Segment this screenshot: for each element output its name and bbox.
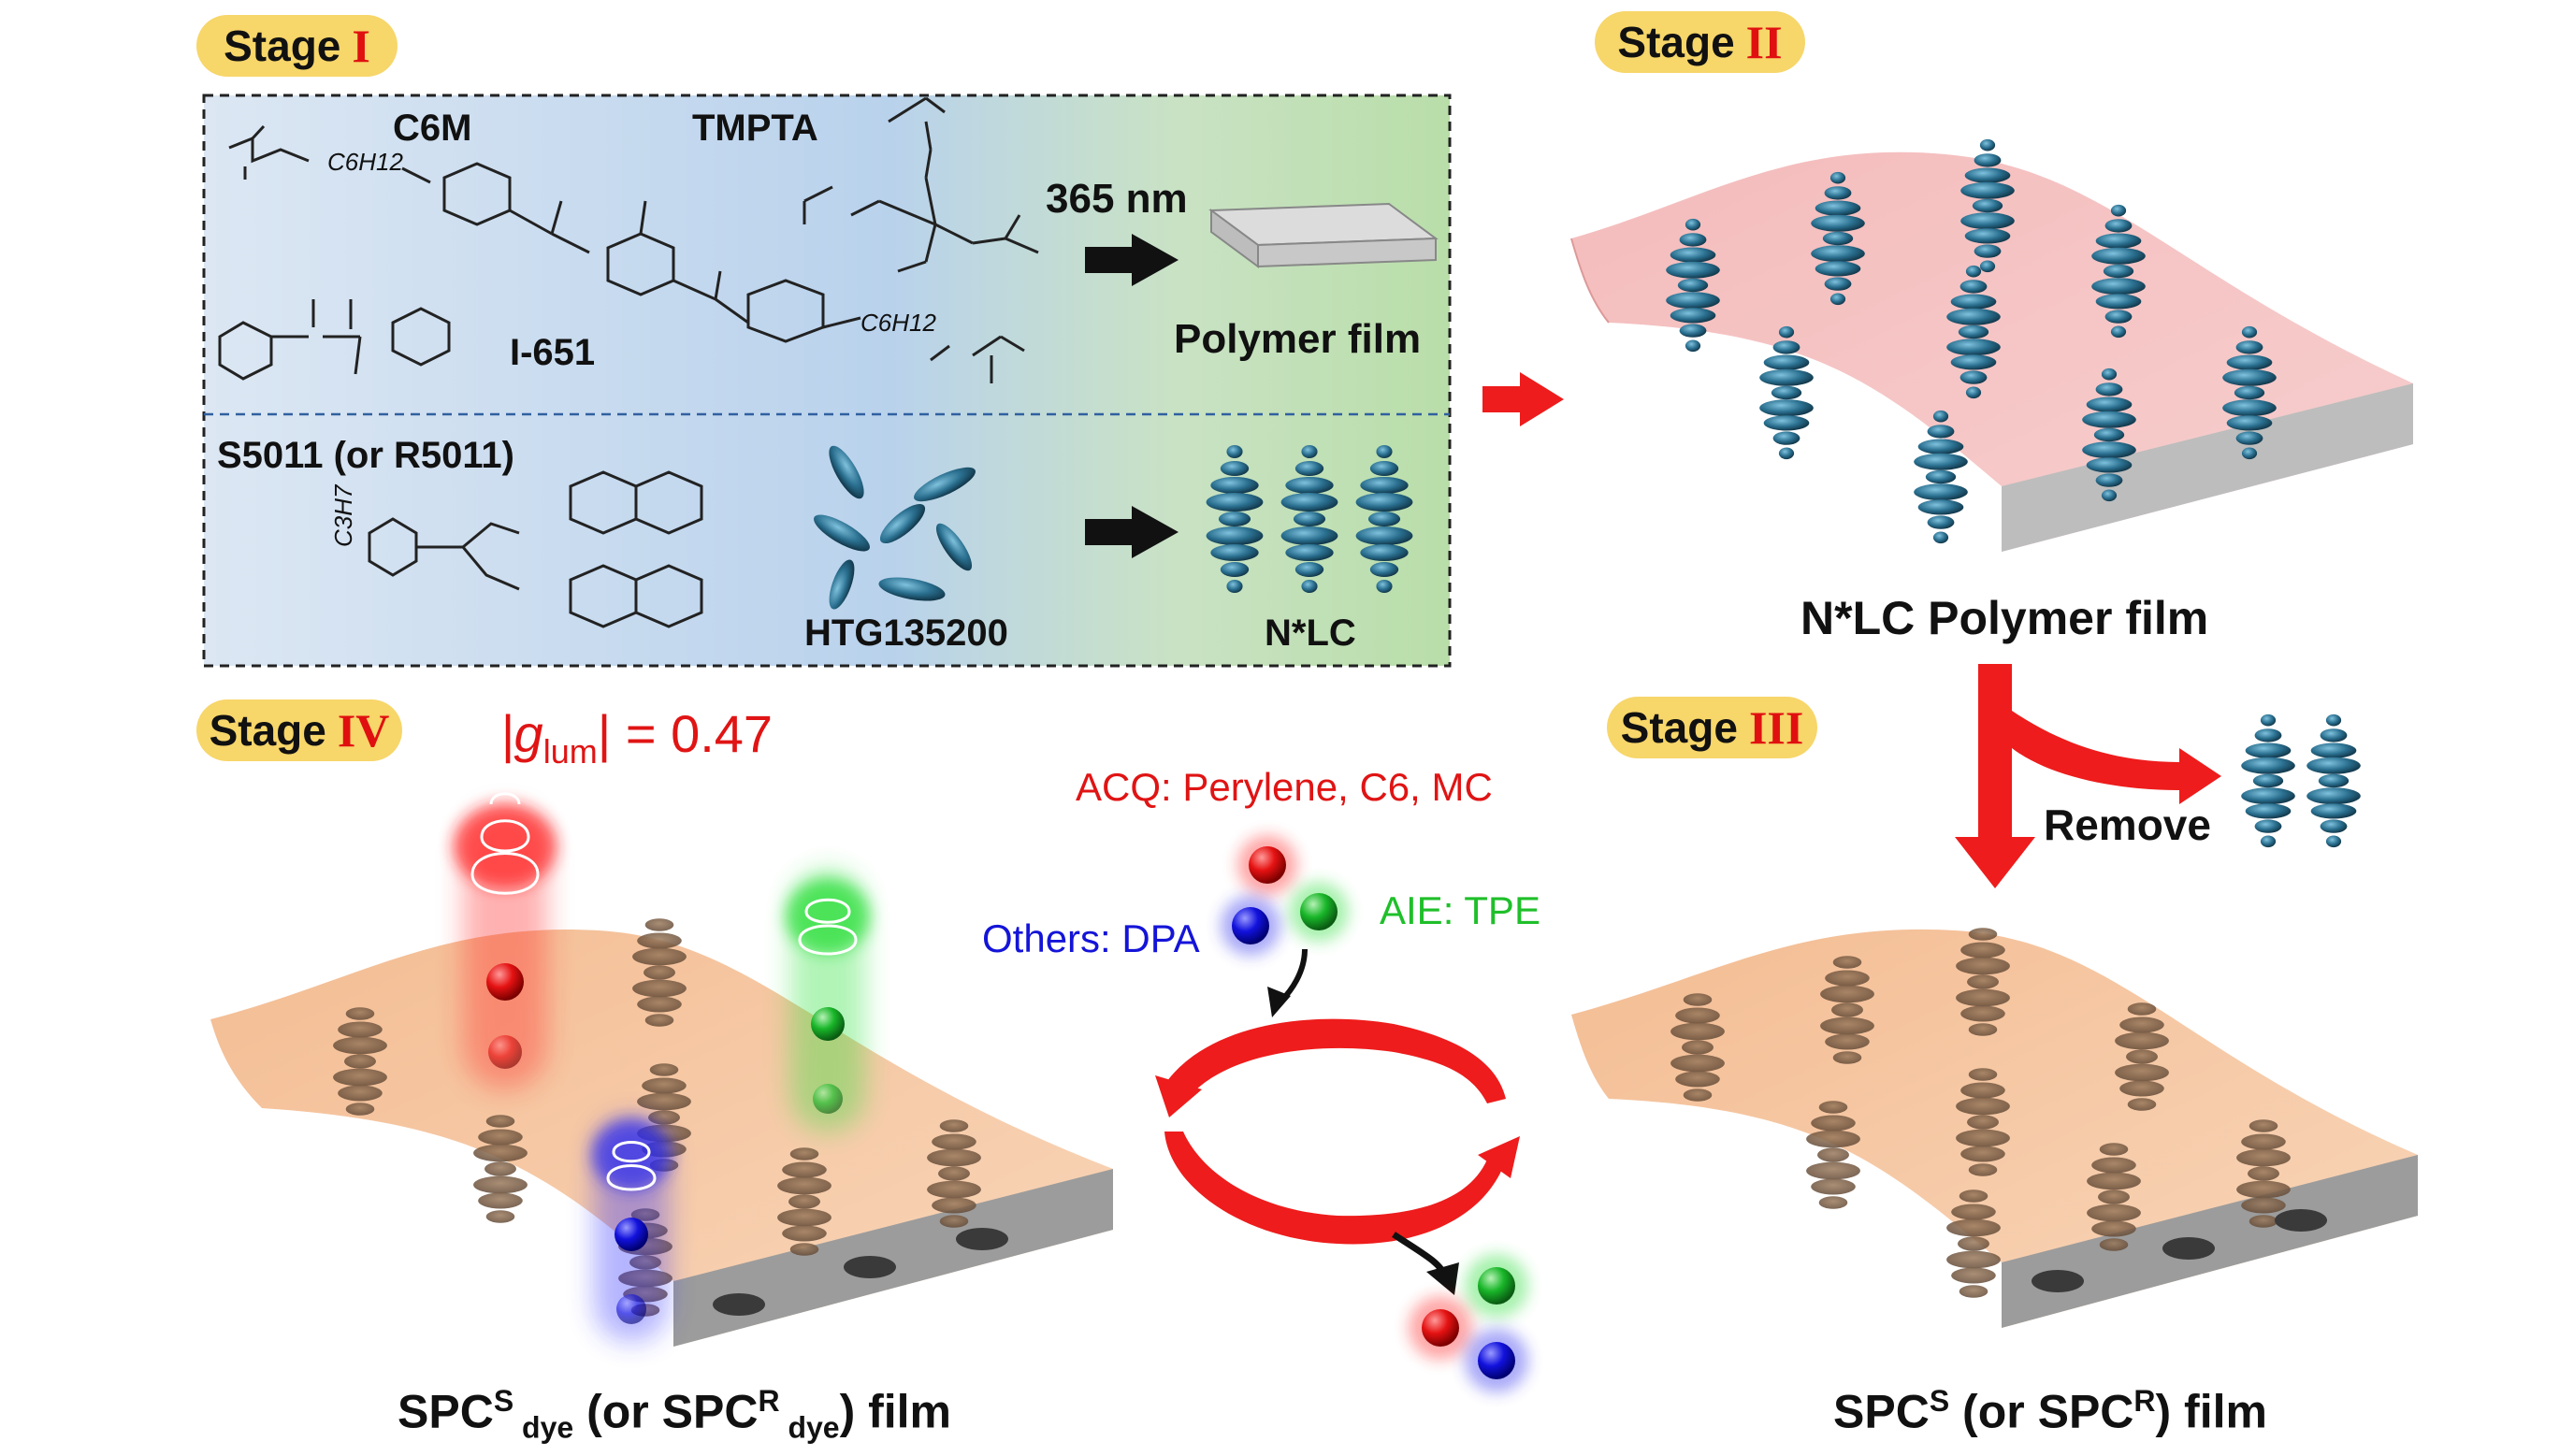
tmpta-structure bbox=[803, 96, 1039, 273]
nlc-arrow bbox=[1085, 506, 1179, 558]
stage4-caption: SPCS dye (or SPCR dye) film bbox=[398, 1384, 951, 1446]
glum-prefix: |g bbox=[500, 704, 543, 763]
stage3-film bbox=[1571, 929, 2418, 1328]
c6h12-label-b: C6H12 bbox=[860, 309, 936, 337]
blue-emission bbox=[592, 1117, 671, 1342]
stage3-badge: Stage III bbox=[1607, 697, 1817, 758]
cycle-arrows bbox=[1155, 1018, 1520, 1245]
remove-label: Remove bbox=[2044, 800, 2211, 849]
cycle-in-arrow bbox=[1267, 948, 1308, 1017]
stage4-caption-sub1: dye bbox=[513, 1410, 574, 1445]
red-emission bbox=[454, 792, 557, 1089]
s5011-label: S5011 (or R5011) bbox=[217, 435, 514, 476]
stage1-word: Stage bbox=[224, 22, 341, 70]
c3h7-label: C3H7 bbox=[329, 484, 357, 547]
stage4-caption-sub2: dye bbox=[779, 1410, 840, 1445]
stage4-caption-mid: (or SPC bbox=[573, 1385, 759, 1438]
arrow-stage2-to-3 bbox=[1955, 664, 2221, 888]
stage3-caption-prefix: SPC bbox=[1833, 1385, 1930, 1438]
glum-value: |glum| = 0.47 bbox=[500, 703, 773, 771]
stage3-word: Stage bbox=[1620, 703, 1738, 752]
cycle-out-arrow bbox=[1392, 1232, 1459, 1295]
stage4-caption-sup1: S bbox=[493, 1384, 514, 1418]
i651-label: I-651 bbox=[510, 332, 596, 373]
stage2-badge: Stage II bbox=[1595, 11, 1805, 73]
c6m-label: C6M bbox=[393, 108, 472, 149]
stage3-caption-suffix: ) film bbox=[2155, 1385, 2267, 1438]
stage2-word: Stage bbox=[1617, 18, 1735, 66]
stage2-caption: N*LC Polymer film bbox=[1800, 592, 2209, 644]
stage3-caption-sup2: R bbox=[2133, 1384, 2156, 1418]
htg-rods bbox=[814, 445, 976, 610]
stage4-caption-suffix: ) film bbox=[839, 1385, 952, 1438]
glum-sub: lum bbox=[542, 732, 598, 771]
c6h12-label-a: C6H12 bbox=[327, 148, 403, 176]
uv-wavelength: 365 nm bbox=[1046, 176, 1188, 222]
stage1-panel bbox=[202, 94, 1452, 668]
stage4-caption-prefix: SPC bbox=[398, 1385, 494, 1438]
stage1-badge: Stage I bbox=[196, 15, 398, 77]
uv-arrow bbox=[1085, 234, 1179, 286]
tmpta-label: TMPTA bbox=[692, 108, 818, 149]
stage4-voids bbox=[333, 918, 1008, 1317]
polymer-film-label: Polymer film bbox=[1174, 316, 1422, 362]
stage4-word: Stage bbox=[209, 706, 326, 755]
acq-label: ACQ: Perylene, C6, MC bbox=[1076, 765, 1493, 809]
dye-balls-bottom bbox=[1409, 1254, 1528, 1392]
dye-balls-top bbox=[1221, 835, 1349, 956]
others-label: Others: DPA bbox=[982, 916, 1200, 960]
stage4-badge: Stage IV bbox=[196, 699, 402, 761]
polymer-film-slab bbox=[1208, 202, 1439, 268]
stage3-caption: SPCS (or SPCR) film bbox=[1833, 1384, 2267, 1439]
s5011-structure bbox=[368, 470, 703, 628]
i651-structure bbox=[218, 299, 451, 381]
stage3-numeral: III bbox=[1748, 701, 1804, 754]
stage3-voids bbox=[1670, 928, 2327, 1298]
stage3-caption-mid: (or SPC bbox=[1949, 1385, 2134, 1438]
green-emission bbox=[786, 870, 870, 1132]
stage1-numeral: I bbox=[352, 20, 370, 72]
c6m-structure bbox=[228, 124, 1025, 383]
stage4-numeral: IV bbox=[337, 704, 390, 757]
nlc-label: N*LC bbox=[1265, 613, 1356, 654]
glum-suffix: | = 0.47 bbox=[597, 704, 774, 763]
removed-helices bbox=[2241, 714, 2361, 848]
nlc-helices bbox=[1206, 445, 1413, 593]
stage2-numeral: II bbox=[1745, 16, 1783, 68]
arrow-stage1-to-2 bbox=[1482, 372, 1564, 426]
aie-label: AIE: TPE bbox=[1380, 888, 1540, 932]
htg-label: HTG135200 bbox=[804, 613, 1008, 654]
stage3-caption-sup1: S bbox=[1929, 1384, 1950, 1418]
stage4-caption-sup2: R bbox=[758, 1384, 780, 1418]
